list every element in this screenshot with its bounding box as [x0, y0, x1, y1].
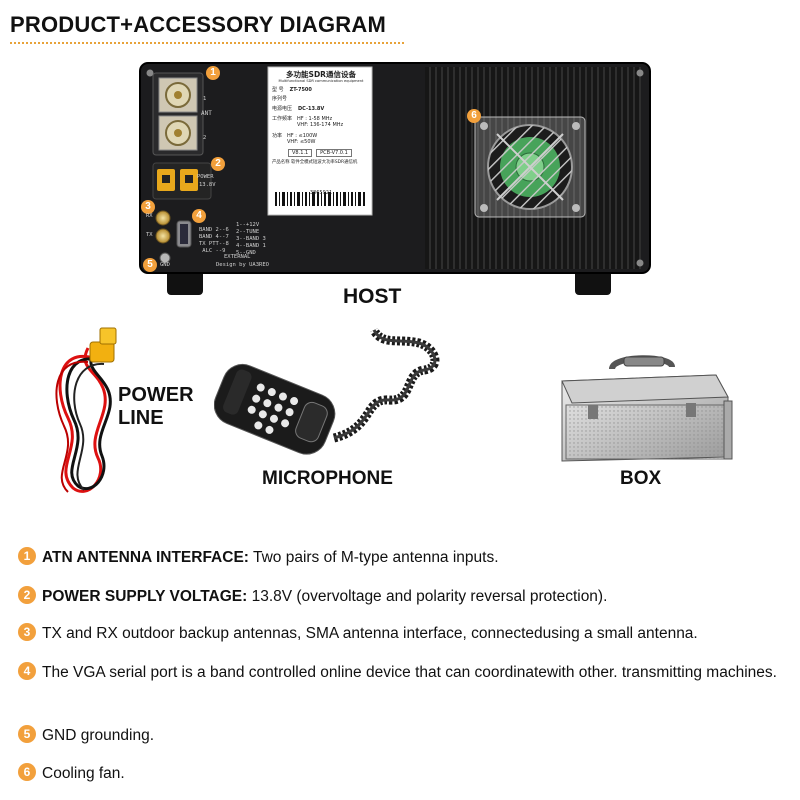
sticker-freq-label: 工作频率	[272, 116, 293, 122]
feature-item-6: 6 Cooling fan.	[18, 763, 793, 785]
feature-item-5: 5 GND grounding.	[18, 725, 793, 747]
sticker-model-label: 型 号	[272, 87, 284, 93]
sticker-freq-hf: HF : 1-58 MHz	[297, 116, 333, 122]
gnd-label: GND	[160, 262, 170, 268]
number-badge: 6	[18, 763, 36, 781]
feature-item-1: 1 ATN ANTENNA INTERFACE: Two pairs of M-…	[18, 547, 793, 569]
sticker-freq-vhf: VHF: 136-174 MHz	[297, 122, 344, 128]
device-sticker: 多功能SDR通信设备 Multifunctional SDR communica…	[272, 70, 370, 196]
feature-text: TX and RX outdoor backup antennas, SMA a…	[42, 625, 698, 642]
feature-text: GND grounding.	[42, 727, 155, 744]
sticker-output-hf: HF : ≤100W	[287, 133, 318, 139]
external-label: EXTERNAL	[224, 254, 251, 260]
feature-heading: ATN ANTENNA INTERFACE:	[42, 549, 249, 566]
microphone-label: MICROPHONE	[262, 468, 393, 489]
vga-pinout-left: BAND 2--6 BAND 4--7 TX PTT--8 ALC --9	[199, 227, 229, 254]
feature-text: Two pairs of M-type antenna inputs.	[248, 549, 499, 566]
sticker-barcode-number: 3865921	[309, 190, 333, 196]
title-underline	[10, 42, 404, 44]
power-line-label-1: POWER	[118, 384, 194, 406]
feature-text: Cooling fan.	[42, 765, 125, 782]
power-label-line1: POWER	[197, 174, 214, 180]
power-line-image	[55, 327, 117, 493]
sticker-version-a: V8.1.1	[288, 149, 313, 157]
microphone-image	[214, 327, 440, 455]
sticker-model-value: ZT-7500	[289, 87, 312, 93]
feature-text: 13.8V (overvoltage and polarity reversal…	[247, 588, 608, 605]
tx-label: TX	[146, 232, 153, 238]
page-title: PRODUCT+ACCESSORY DIAGRAM	[10, 12, 386, 37]
host-rear-panel-image	[139, 62, 651, 295]
sticker-power-value: DC-13.8V	[298, 106, 325, 112]
sticker-subtitle: Multifunctional SDR communication equipm…	[278, 79, 364, 83]
box-label: BOX	[620, 468, 662, 489]
sticker-power-label: 电源电压	[272, 106, 293, 112]
panel-badge-1: 1	[206, 66, 220, 80]
sticker-title: 多功能SDR通信设备	[286, 70, 356, 79]
feature-item-2: 2 POWER SUPPLY VOLTAGE: 13.8V (overvolta…	[18, 586, 793, 608]
sticker-footer: 产品名称 软件全模式短波大功率SDR通信机	[272, 160, 358, 165]
feature-text: The VGA serial port is a band controlled…	[42, 664, 777, 681]
number-badge: 2	[18, 586, 36, 604]
ant-label: ANT	[201, 110, 212, 117]
ant-1-label: 1	[203, 96, 207, 102]
number-badge: 4	[18, 662, 36, 680]
ant-2-label: 2	[203, 135, 207, 141]
sticker-output-vhf: VHF: ≤50W	[287, 139, 316, 145]
power-line-label-2: LINE	[118, 407, 164, 429]
panel-badge-4: 4	[192, 209, 206, 223]
host-label: HOST	[343, 285, 402, 308]
power-label-line2: 13.8V	[199, 182, 216, 188]
panel-badge-6: 6	[467, 109, 481, 123]
feature-item-3: 3 TX and RX outdoor backup antennas, SMA…	[18, 623, 793, 645]
sticker-version-b: PCB-V7.0.1	[316, 149, 352, 157]
panel-badge-2: 2	[211, 157, 225, 171]
number-badge: 5	[18, 725, 36, 743]
number-badge: 1	[18, 547, 36, 565]
box-image	[561, 355, 733, 462]
number-badge: 3	[18, 623, 36, 641]
feature-heading: POWER SUPPLY VOLTAGE:	[42, 588, 248, 605]
feature-item-4: 4 The VGA serial port is a band controll…	[18, 662, 793, 684]
vga-pinout-right: 1--+12V 2--TUNE 3--BAND 3 4--BAND 1 5--G…	[236, 222, 266, 256]
panel-badge-3: 3	[141, 200, 155, 214]
sticker-output-label: 功率	[272, 133, 283, 139]
rx-label: RX	[146, 213, 153, 219]
panel-badge-5: 5	[143, 258, 157, 272]
sticker-serial-label: 序列号	[272, 96, 288, 102]
design-credit: Design by UA3REO	[216, 262, 269, 268]
